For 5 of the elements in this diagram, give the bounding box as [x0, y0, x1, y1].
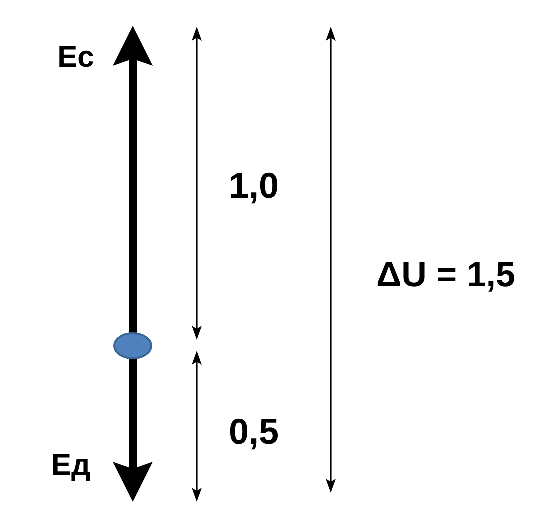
voltage-difference-label: ΔU = 1,5: [376, 258, 516, 292]
potential-label: Ес: [58, 43, 94, 73]
dimension-value: 0,5: [228, 414, 280, 450]
dimension-value: 1,0: [228, 168, 280, 204]
potential-label: Ед: [51, 451, 91, 481]
